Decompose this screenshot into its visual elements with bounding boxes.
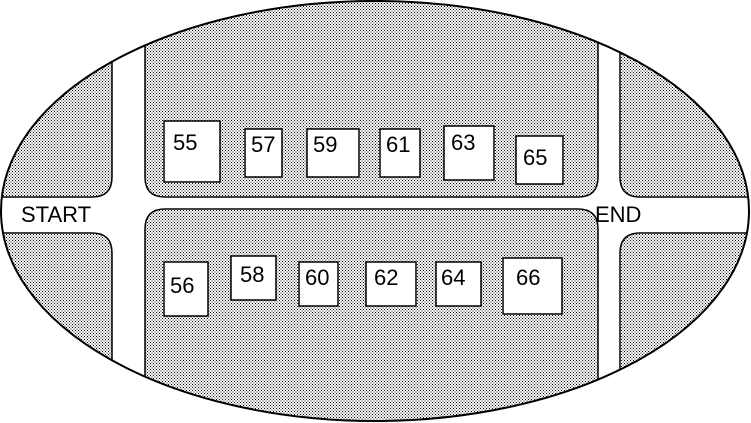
house-number: 55 (173, 130, 197, 155)
block-bottom-middle (144, 208, 599, 421)
house: 63 (443, 125, 495, 181)
house-number: 56 (170, 273, 194, 298)
house: 66 (502, 257, 563, 315)
house: 57 (244, 128, 283, 178)
house-number: 62 (374, 265, 398, 290)
house-number: 65 (523, 145, 547, 170)
house: 62 (365, 261, 417, 307)
end-label: END (595, 202, 641, 227)
house: 55 (163, 120, 221, 183)
house: 58 (230, 255, 277, 301)
north-houses: 55 57 59 61 63 65 (163, 120, 564, 185)
house: 60 (298, 261, 339, 307)
south-houses: 56 58 60 62 64 66 (163, 255, 563, 317)
house: 61 (379, 128, 421, 178)
house: 56 (163, 261, 209, 317)
house: 65 (515, 135, 564, 185)
house-number: 59 (313, 132, 337, 157)
block-bottom-left (1, 232, 113, 421)
house-number: 57 (251, 132, 275, 157)
house: 64 (435, 261, 482, 307)
house: 59 (306, 128, 360, 178)
house-number: 63 (451, 130, 475, 155)
start-label: START (21, 202, 91, 227)
house-number: 66 (516, 265, 540, 290)
house-number: 61 (386, 132, 410, 157)
block-top-right (619, 1, 749, 198)
house-number: 60 (305, 265, 329, 290)
house-number: 64 (441, 265, 465, 290)
house-number: 58 (240, 262, 264, 287)
block-top-left (1, 1, 113, 198)
